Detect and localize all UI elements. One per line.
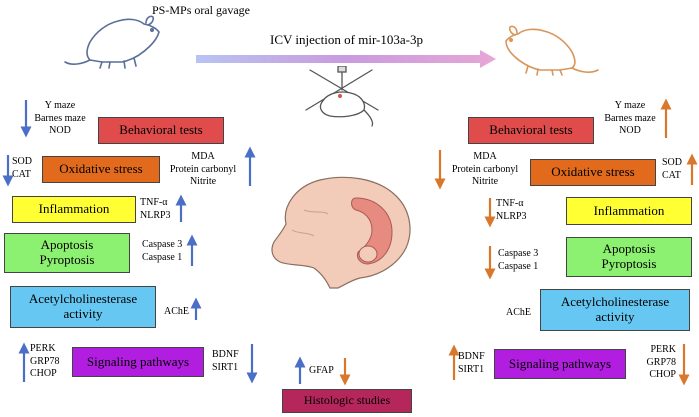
left-sirt1: SIRT1 bbox=[212, 361, 239, 373]
left-apoptosis-label: Apoptosis bbox=[40, 237, 94, 253]
center-gfap-up-arrow bbox=[294, 356, 306, 384]
left-nod: NOD bbox=[49, 125, 71, 136]
right-nlrp3: NLRP3 bbox=[496, 210, 527, 222]
right-perk: PERK bbox=[650, 344, 676, 355]
left-signaling-down-arrow bbox=[246, 344, 258, 384]
right-chop: CHOP bbox=[649, 369, 676, 380]
left-mda: MDA bbox=[191, 151, 215, 162]
right-apoptosis-label: Apoptosis bbox=[602, 241, 656, 257]
right-protein-carbonyl: Protein carbonyl bbox=[451, 163, 519, 175]
left-y-maze: Y maze bbox=[44, 100, 76, 111]
right-y-maze: Y maze bbox=[614, 100, 646, 111]
left-apoptosis-labels: Caspase 3 Caspase 1 bbox=[142, 239, 182, 264]
right-signaling-up-labels: BDNF SIRT1 bbox=[458, 351, 485, 376]
left-behavioral-tests-labels: Y maze Barnes maze NOD bbox=[30, 100, 90, 138]
right-rat-icon bbox=[505, 25, 599, 76]
left-signaling-pathways-box: Signaling pathways bbox=[72, 347, 204, 377]
left-ache-label-1: Acetylcholinesterase bbox=[28, 291, 138, 307]
left-grp78: GRP78 bbox=[30, 355, 60, 367]
right-oxidative-down-arrow bbox=[434, 150, 446, 190]
gavage-label: PS-MPs oral gavage bbox=[152, 3, 250, 17]
left-chop: CHOP bbox=[30, 368, 57, 379]
left-caspase-1: Caspase 1 bbox=[142, 251, 183, 263]
right-pyroptosis-label: Pyroptosis bbox=[601, 256, 657, 271]
left-oxidative-up-arrow bbox=[244, 146, 256, 186]
left-ache-label-2: activity bbox=[63, 306, 103, 321]
left-inflammation-up-arrow bbox=[175, 194, 187, 222]
left-oxidative-down-arrow bbox=[2, 155, 14, 187]
stereotaxic-rat-icon bbox=[305, 66, 379, 127]
left-signaling-up-arrow bbox=[18, 342, 30, 382]
right-nitrite: Nitrite bbox=[471, 176, 499, 187]
left-signaling-down-labels: BDNF SIRT1 bbox=[212, 349, 239, 374]
left-inflammation-labels: TNF-α NLRP3 bbox=[140, 197, 171, 222]
right-apoptosis-labels: Caspase 3 Caspase 1 bbox=[498, 248, 538, 273]
right-nod: NOD bbox=[619, 125, 641, 136]
left-apoptosis-box: Apoptosis Pyroptosis bbox=[4, 233, 130, 273]
left-oxidative-down-labels: SOD CAT bbox=[12, 156, 32, 181]
right-oxidative-down-labels: MDA Protein carbonyl Nitrite bbox=[444, 151, 526, 189]
left-tnf-alpha: TNF-α bbox=[140, 197, 168, 208]
right-inflammation-labels: TNF-α NLRP3 bbox=[496, 198, 527, 223]
right-behavioral-up-arrow bbox=[660, 98, 672, 138]
right-sod: SOD bbox=[662, 157, 683, 168]
right-inflammation-down-arrow bbox=[484, 198, 496, 228]
right-signaling-down-arrow bbox=[678, 344, 690, 386]
left-nlrp3: NLRP3 bbox=[140, 209, 171, 221]
right-sirt1: SIRT1 bbox=[458, 363, 485, 375]
icv-label: ICV injection of mir-103a-3p bbox=[270, 32, 423, 47]
left-barnes-maze: Barnes maze bbox=[34, 112, 86, 124]
left-caspase-3: Caspase 3 bbox=[142, 239, 183, 250]
left-ache-label: AChE bbox=[164, 306, 189, 317]
right-oxidative-stress-box: Oxidative stress bbox=[530, 159, 656, 186]
left-perk: PERK bbox=[30, 343, 56, 354]
left-ache-up-arrow bbox=[190, 297, 202, 320]
right-tnf-alpha: TNF-α bbox=[496, 198, 524, 209]
gfap-label: GFAP bbox=[309, 365, 334, 376]
left-oxidative-stress-box: Oxidative stress bbox=[42, 156, 160, 183]
right-behavioral-tests-labels: Y maze Barnes maze NOD bbox=[598, 100, 662, 138]
right-ache-label-1: Acetylcholinesterase bbox=[560, 294, 670, 310]
histologic-studies-box: Histologic studies bbox=[282, 389, 412, 413]
brain-illustration bbox=[271, 176, 411, 289]
right-bdnf: BDNF bbox=[458, 351, 485, 362]
right-grp78: GRP78 bbox=[646, 356, 676, 368]
left-behavioral-tests-box: Behavioral tests bbox=[98, 117, 224, 144]
right-ache-label: AChE bbox=[506, 307, 531, 318]
left-apoptosis-up-arrow bbox=[186, 234, 198, 266]
right-barnes-maze: Barnes maze bbox=[604, 112, 656, 124]
center-gfap-down-arrow bbox=[339, 358, 351, 386]
left-oxidative-up-labels: MDA Protein carbonyl Nitrite bbox=[162, 151, 244, 189]
right-signaling-up-arrow bbox=[448, 344, 460, 380]
left-ache-box: Acetylcholinesterase activity bbox=[10, 286, 156, 328]
right-inflammation-box: Inflammation bbox=[566, 197, 692, 225]
left-sod: SOD bbox=[12, 156, 33, 167]
right-signaling-down-labels: PERK GRP78 CHOP bbox=[634, 344, 676, 382]
right-apoptosis-box: Apoptosis Pyroptosis bbox=[566, 237, 692, 277]
right-mda: MDA bbox=[473, 151, 497, 162]
icv-arrow bbox=[196, 50, 496, 68]
right-oxidative-up-labels: SOD CAT bbox=[662, 157, 682, 182]
right-ache-box: Acetylcholinesterase activity bbox=[540, 289, 690, 331]
left-rat-icon bbox=[64, 15, 160, 69]
left-signaling-up-labels: PERK GRP78 CHOP bbox=[30, 343, 59, 381]
right-behavioral-tests-box: Behavioral tests bbox=[468, 117, 594, 144]
right-apoptosis-down-arrow bbox=[484, 246, 496, 280]
left-nitrite: Nitrite bbox=[189, 176, 217, 187]
right-ache-label-2: activity bbox=[595, 309, 635, 324]
left-protein-carbonyl: Protein carbonyl bbox=[169, 163, 237, 175]
right-oxidative-up-arrow bbox=[686, 153, 698, 185]
left-behavioral-down-arrow bbox=[20, 100, 32, 138]
right-caspase-1: Caspase 1 bbox=[498, 260, 539, 272]
right-signaling-pathways-box: Signaling pathways bbox=[494, 349, 626, 379]
right-cat: CAT bbox=[662, 169, 681, 181]
left-pyroptosis-label: Pyroptosis bbox=[39, 252, 95, 267]
right-caspase-3: Caspase 3 bbox=[498, 248, 539, 259]
left-bdnf: BDNF bbox=[212, 349, 239, 360]
left-cat: CAT bbox=[12, 168, 31, 180]
left-inflammation-box: Inflammation bbox=[12, 196, 136, 223]
